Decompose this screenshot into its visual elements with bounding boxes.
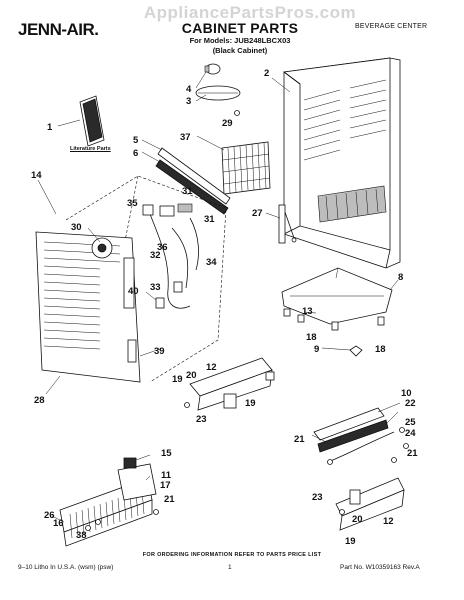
literature-parts-label: Literature Parts — [70, 146, 111, 152]
callout-29: 29 — [222, 118, 233, 129]
screw-29 — [234, 110, 240, 116]
part-number: Part No. W10359163 Rev.A — [340, 564, 420, 571]
callout-31a: 31 — [182, 186, 193, 197]
base-tray — [281, 267, 393, 325]
callout-32: 32 — [150, 250, 161, 261]
callout-4: 4 — [186, 84, 192, 95]
callout-38: 38 — [76, 530, 87, 541]
print-info: 9–10 Litho In U.S.A. (wsm) (psw) — [18, 564, 114, 571]
callout-16: 16 — [53, 518, 64, 529]
model-info: For Models: JUB248LBCX03 (Black Cabinet) — [160, 36, 320, 56]
callout-3: 3 — [186, 96, 191, 107]
callout-28: 28 — [34, 395, 45, 406]
callout-23a: 23 — [196, 414, 207, 425]
callout-23b: 23 — [312, 492, 323, 503]
callout-15: 15 — [161, 448, 172, 459]
grille-bracket — [85, 457, 159, 531]
models-line: For Models: JUB248LBCX03 — [189, 36, 291, 45]
callout-31b: 31 — [204, 214, 215, 225]
callout-14: 14 — [31, 170, 42, 181]
toe-kick-bracket-lower — [335, 477, 405, 531]
callout-5: 5 — [133, 135, 139, 146]
light-bulb — [204, 63, 221, 75]
ordering-note: FOR ORDERING INFORMATION REFER TO PARTS … — [142, 552, 322, 558]
callout-22: 22 — [405, 398, 416, 409]
variant-line: (Black Cabinet) — [212, 46, 268, 55]
callout-20a: 20 — [186, 370, 197, 381]
callout-1: 1 — [47, 122, 53, 133]
callout-21c: 21 — [164, 494, 175, 505]
callout-9: 9 — [314, 344, 319, 355]
callout-12a: 12 — [206, 362, 217, 373]
callout-25: 25 — [405, 417, 416, 428]
callout-2: 2 — [264, 68, 269, 79]
callout-39: 39 — [154, 346, 165, 357]
callout-37: 37 — [180, 132, 191, 143]
rear-panel — [35, 231, 141, 383]
callout-21a: 21 — [294, 434, 305, 445]
callout-18b: 18 — [375, 344, 386, 355]
leader-lines — [37, 71, 401, 523]
top-rail — [155, 147, 231, 215]
callout-30: 30 — [71, 222, 82, 233]
brand-logo: JENN-AIR. — [18, 20, 99, 39]
callout-34: 34 — [206, 257, 217, 268]
callout-17: 17 — [160, 480, 171, 491]
callout-19c: 19 — [345, 536, 356, 547]
callout-10: 10 — [401, 388, 412, 399]
callout-26: 26 — [44, 510, 55, 521]
page-number: 1 — [228, 564, 232, 571]
callout-8: 8 — [398, 272, 403, 283]
callout-6: 6 — [133, 148, 138, 159]
wiring-harness — [142, 203, 199, 309]
evaporator — [221, 141, 271, 195]
product-category: BEVERAGE CENTER — [355, 23, 428, 30]
callout-40: 40 — [128, 286, 139, 297]
callout-27: 27 — [252, 208, 263, 219]
page-title: CABINET PARTS — [181, 20, 299, 36]
hinge-bracket-right — [313, 407, 409, 465]
callout-19a: 19 — [172, 374, 183, 385]
watermark: AppliancePartsPros.com — [143, 3, 357, 22]
callout-18a: 18 — [306, 332, 317, 343]
callout-24: 24 — [405, 428, 416, 439]
callout-19b: 19 — [245, 398, 256, 409]
callout-labels: 1 2 3 4 5 6 8 9 10 11 12 12 13 14 15 16 … — [31, 68, 418, 547]
callout-13: 13 — [302, 306, 313, 317]
toe-kick-bracket-upper — [184, 357, 275, 411]
light-lens — [195, 85, 241, 101]
feet-screws — [283, 308, 385, 357]
callout-36: 36 — [157, 242, 168, 253]
callout-21b: 21 — [407, 448, 418, 459]
cabinet-liner — [282, 57, 401, 269]
rear-compartment-outline — [65, 175, 227, 383]
callout-20b: 20 — [352, 514, 363, 525]
sensor-27 — [278, 204, 297, 244]
callout-35: 35 — [127, 198, 138, 209]
literature-booklet — [79, 95, 105, 147]
callout-33: 33 — [150, 282, 161, 293]
callout-12b: 12 — [383, 516, 394, 527]
callout-11: 11 — [161, 470, 172, 481]
